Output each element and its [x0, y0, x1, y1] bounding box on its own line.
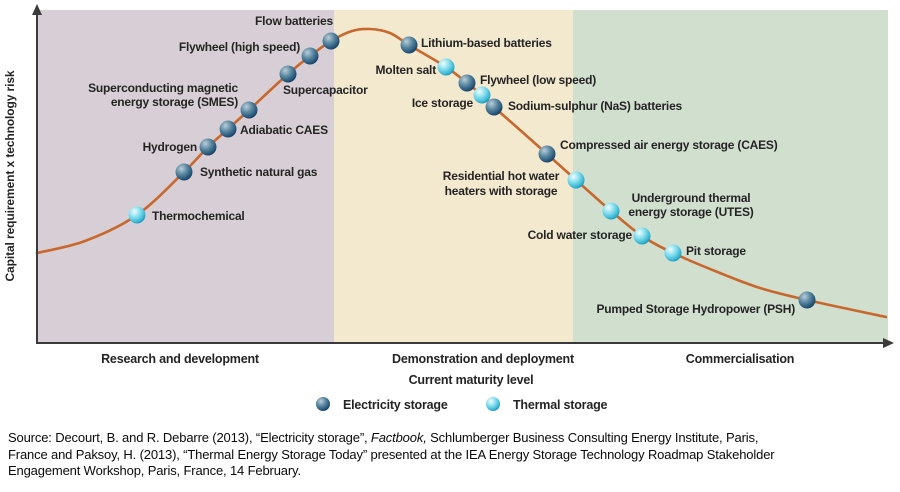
- source-line-1: Source: Decourt, B. and R. Debarre (2013…: [8, 430, 759, 445]
- source-line-3: Engagement Workshop, Paris, France, 14 F…: [8, 463, 301, 478]
- legend-electricity-sphere-icon: [316, 397, 330, 411]
- y-axis-title: Capital requirement x technology risk: [3, 70, 17, 281]
- stage-label-commercialisation: Commercialisation: [686, 352, 794, 366]
- data-point-underground-thermal-energy-storage-utes: [602, 202, 620, 220]
- data-point-hydrogen: [199, 138, 217, 156]
- x-axis-arrow-icon: [883, 338, 894, 348]
- data-point-flywheel-low-speed: [458, 74, 476, 92]
- x-axis-title: Current maturity level: [409, 373, 534, 387]
- data-point-synthetic-natural-gas: [175, 163, 193, 181]
- data-point-molten-salt: [437, 58, 455, 76]
- point-label-pit-storage: Pit storage: [686, 244, 746, 258]
- data-point-adiabatic-caes: [219, 120, 237, 138]
- data-point-pit-storage: [664, 244, 682, 262]
- stage-label-demonstration: Demonstration and deployment: [392, 352, 575, 366]
- point-label-sodium-sulphur-nas-batteries: Sodium-sulphur (NaS) batteries: [508, 99, 683, 113]
- point-label-residential-hot-water-heaters-with-storage: heaters with storage: [445, 184, 558, 198]
- point-label-hydrogen: Hydrogen: [143, 140, 197, 154]
- point-label-synthetic-natural-gas: Synthetic natural gas: [200, 165, 318, 179]
- point-label-molten-salt: Molten salt: [376, 63, 437, 77]
- data-point-residential-hot-water-heaters-with-storage: [567, 171, 585, 189]
- data-point-compressed-air-energy-storage-caes: [538, 145, 556, 163]
- legend-thermal-sphere-icon: [486, 397, 500, 411]
- point-label-pumped-storage-hydropower-psh: Pumped Storage Hydropower (PSH): [597, 302, 796, 316]
- data-point-thermochemical: [128, 206, 146, 224]
- point-label-flywheel-high-speed: Flywheel (high speed): [179, 40, 300, 54]
- point-label-flywheel-low-speed: Flywheel (low speed): [480, 73, 596, 87]
- point-label-flow-batteries: Flow batteries: [255, 14, 333, 28]
- data-point-flywheel-high-speed: [301, 47, 319, 65]
- point-label-cold-water-storage: Cold water storage: [528, 228, 633, 242]
- maturity-stage-regions: [38, 10, 888, 343]
- point-label-residential-hot-water-heaters-with-storage: Residential hot water: [443, 169, 560, 183]
- maturity-curve: [35, 27, 888, 319]
- data-point-flow-batteries: [322, 32, 340, 50]
- y-axis-arrow-icon: [32, 4, 42, 15]
- maturity-curve-path: [35, 27, 888, 319]
- stage-label-research: Research and development: [101, 352, 260, 366]
- point-label-superconducting-magnetic-energy-storage-smes: energy storage (SMES): [111, 95, 238, 109]
- data-point-pumped-storage-hydropower-psh: [798, 291, 816, 309]
- source-citation: Source: Decourt, B. and R. Debarre (2013…: [8, 430, 898, 480]
- source-line-2: France and Paksoy, H. (2013), “Thermal E…: [8, 446, 775, 462]
- data-point-ice-storage: [473, 86, 491, 104]
- point-label-compressed-air-energy-storage-caes: Compressed air energy storage (CAES): [560, 138, 778, 152]
- data-point-cold-water-storage: [633, 227, 651, 245]
- data-point-superconducting-magnetic-energy-storage-smes: [240, 101, 258, 119]
- point-label-supercapacitor: Supercapacitor: [283, 83, 368, 97]
- point-label-adiabatic-caes: Adiabatic CAES: [240, 123, 328, 137]
- point-label-lithium-based-batteries: Lithium-based batteries: [421, 36, 552, 50]
- point-label-underground-thermal-energy-storage-utes: energy storage (UTES): [628, 205, 753, 219]
- data-point-lithium-based-batteries: [400, 36, 418, 54]
- data-point-supercapacitor: [279, 65, 297, 83]
- region-commercialisation: [573, 10, 888, 343]
- point-label-ice-storage: Ice storage: [412, 96, 474, 110]
- legend: Electricity storage Thermal storage: [316, 397, 608, 412]
- point-label-thermochemical: Thermochemical: [152, 209, 245, 223]
- legend-thermal-label: Thermal storage: [513, 398, 608, 412]
- data-point-sodium-sulphur-nas-batteries: [485, 98, 503, 116]
- point-label-underground-thermal-energy-storage-utes: Underground thermal: [632, 191, 751, 205]
- legend-electricity-label: Electricity storage: [343, 398, 448, 412]
- point-label-superconducting-magnetic-energy-storage-smes: Superconducting magnetic: [88, 81, 238, 95]
